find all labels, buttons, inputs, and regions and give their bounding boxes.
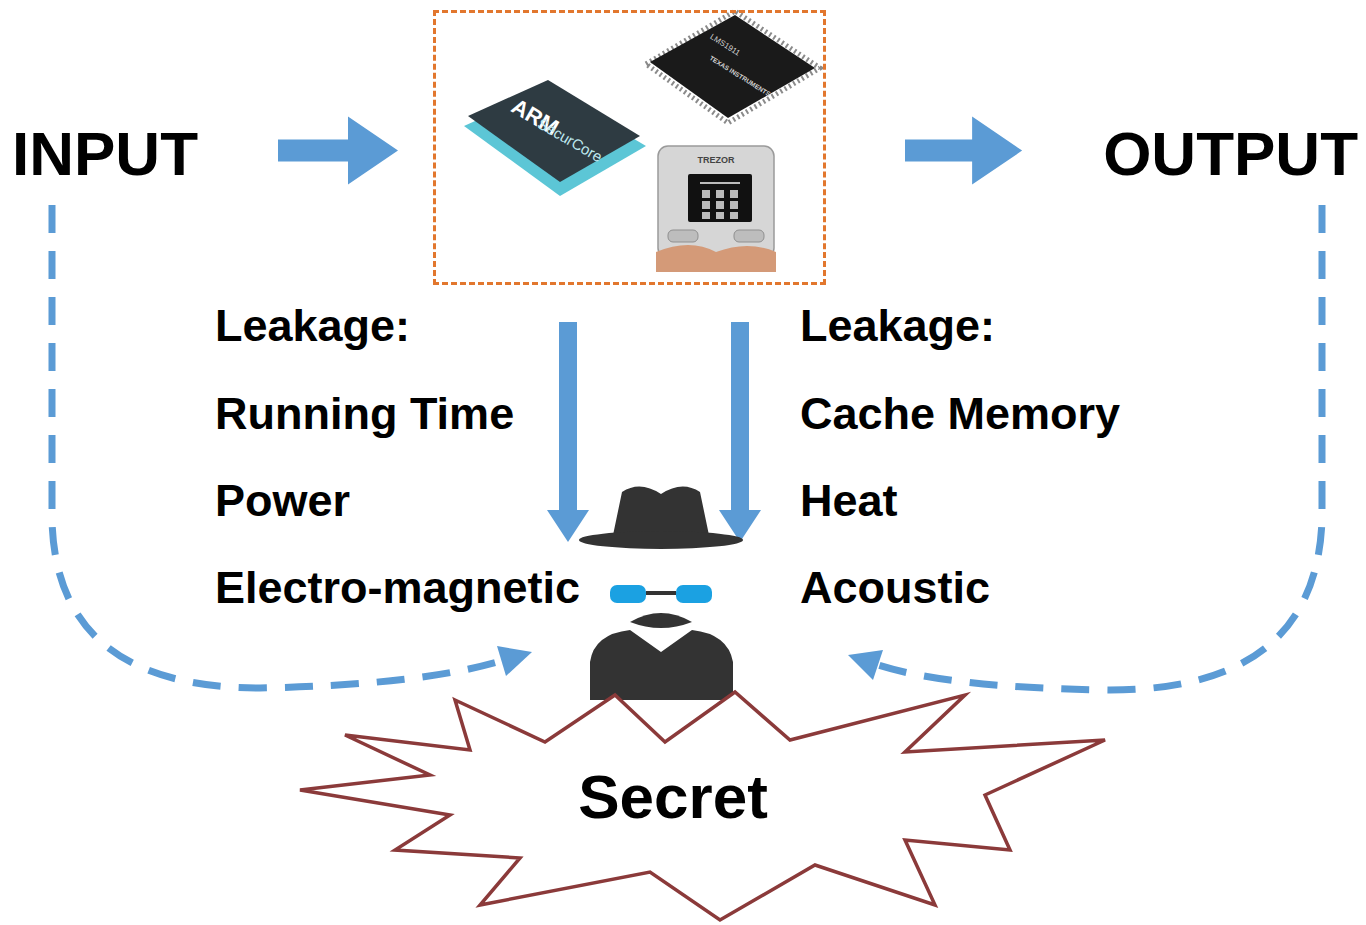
loop-arrowhead <box>497 646 532 676</box>
spy-hat-brim <box>579 531 743 549</box>
leakage-channel: Running Time <box>215 388 514 440</box>
device-screen <box>688 174 752 222</box>
spy-glasses <box>676 585 712 603</box>
trezor-device <box>656 146 776 272</box>
device-button <box>734 230 764 242</box>
secret-text: Secret <box>578 761 768 832</box>
leakage-channel: Cache Memory <box>800 388 1120 440</box>
spy-glasses-bridge <box>646 591 676 595</box>
spy-mustache <box>630 613 692 628</box>
spy-icon <box>579 486 743 700</box>
leakage-channel: Electro-magnetic <box>215 562 580 614</box>
device-body <box>658 146 774 258</box>
chip-pins <box>646 11 820 123</box>
ti-chip <box>646 11 820 123</box>
spy-body <box>590 630 733 700</box>
terminal-label: OUTPUT <box>1103 118 1358 189</box>
screen-digit <box>730 201 738 209</box>
chip-marking: TEXAS INSTRUMENTS <box>708 54 772 98</box>
screen-digit <box>702 201 710 209</box>
starburst-outline <box>300 692 1105 920</box>
spy-glasses <box>610 585 646 603</box>
output-terminal: OUTPUT <box>1103 118 1358 189</box>
screen-digit <box>716 201 724 209</box>
leakage-heading: Leakage: <box>215 300 410 352</box>
screen-digits <box>700 182 740 219</box>
leakage-channel: Acoustic <box>800 562 990 614</box>
flow-arrow <box>278 117 398 185</box>
screen-digit <box>730 190 738 198</box>
screen-digit <box>716 190 724 198</box>
observation-loop <box>878 205 1322 690</box>
arm-chip <box>464 80 646 196</box>
chip-top <box>468 80 640 182</box>
device-button <box>668 230 698 242</box>
leakage-channel: Heat <box>800 475 898 527</box>
screen-digit <box>716 212 724 219</box>
input-terminal: INPUT <box>12 118 198 189</box>
device-box: ARMSecurCoreLMS1911TEXAS INSTRUMENTSTREZ… <box>433 10 826 285</box>
screen-line <box>700 182 740 184</box>
terminal-label: INPUT <box>12 118 198 189</box>
device-brand: TREZOR <box>698 155 735 165</box>
chip-marking: LMS1911 <box>708 32 741 58</box>
screen-digit <box>702 190 710 198</box>
leak-arrow <box>547 322 589 542</box>
chip-marking: SecurCore <box>535 115 606 166</box>
secret-starburst: Secret <box>296 684 1112 924</box>
flow-arrow <box>905 117 1022 185</box>
loop-arrowhead <box>848 650 883 680</box>
screen-digit <box>702 212 710 219</box>
leakage-channel: Power <box>215 475 350 527</box>
leakage-heading: Leakage: <box>800 300 995 352</box>
hand <box>656 245 776 272</box>
chip-body <box>650 15 815 118</box>
leak-arrow <box>719 322 761 542</box>
screen-digit <box>730 212 738 219</box>
